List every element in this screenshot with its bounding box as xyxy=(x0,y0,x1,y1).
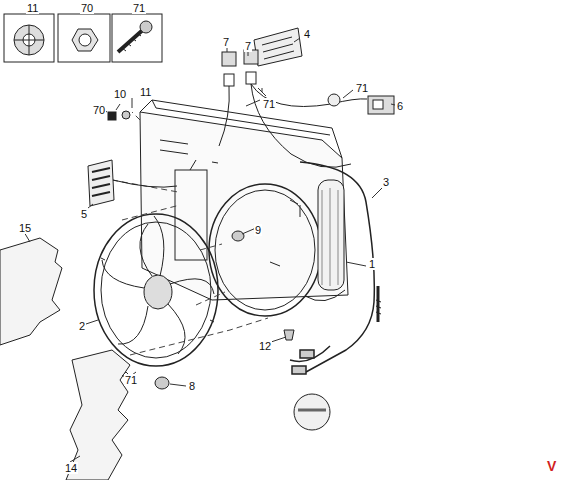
resistor xyxy=(328,94,394,114)
callout-number: 4 xyxy=(303,28,311,40)
callout-number: 10 xyxy=(113,88,127,100)
connector-block xyxy=(88,160,177,206)
callout-number: 8 xyxy=(188,380,196,392)
callout-number: 71 xyxy=(262,98,276,110)
callout-number: 7 xyxy=(222,36,230,48)
module-and-relays xyxy=(219,28,367,167)
mount xyxy=(155,377,169,389)
fan xyxy=(94,214,218,366)
grommet xyxy=(232,231,244,241)
callout-number: 11 xyxy=(26,2,39,14)
nut xyxy=(108,112,116,120)
stamp-circle xyxy=(294,394,330,430)
callout-number: 2 xyxy=(78,320,86,332)
callout-number: 71 xyxy=(124,374,138,386)
callout-number: 5 xyxy=(80,208,88,220)
callout-number: 12 xyxy=(258,340,272,352)
watermark: V xyxy=(546,458,557,474)
wiring-harness xyxy=(290,162,381,374)
callout-number: 9 xyxy=(254,224,262,236)
callout-number: 70 xyxy=(80,2,94,14)
callout-number: 7 xyxy=(244,40,252,52)
callout-number: 6 xyxy=(396,100,404,112)
part-icons xyxy=(4,14,162,62)
screw xyxy=(122,111,130,119)
air-deflector xyxy=(0,238,130,480)
callout-number: 70 xyxy=(92,104,106,116)
leader-lines xyxy=(24,38,395,462)
callout-number: 3 xyxy=(382,176,390,188)
callout-number: 71 xyxy=(132,2,146,14)
callout-number: 1 xyxy=(368,258,376,270)
callout-number: 15 xyxy=(18,222,32,234)
callout-number: 71 xyxy=(355,82,369,94)
assembly-lines xyxy=(112,112,268,355)
clip xyxy=(284,330,294,340)
callout-number: 14 xyxy=(64,462,78,474)
callout-number: 11 xyxy=(139,86,152,98)
